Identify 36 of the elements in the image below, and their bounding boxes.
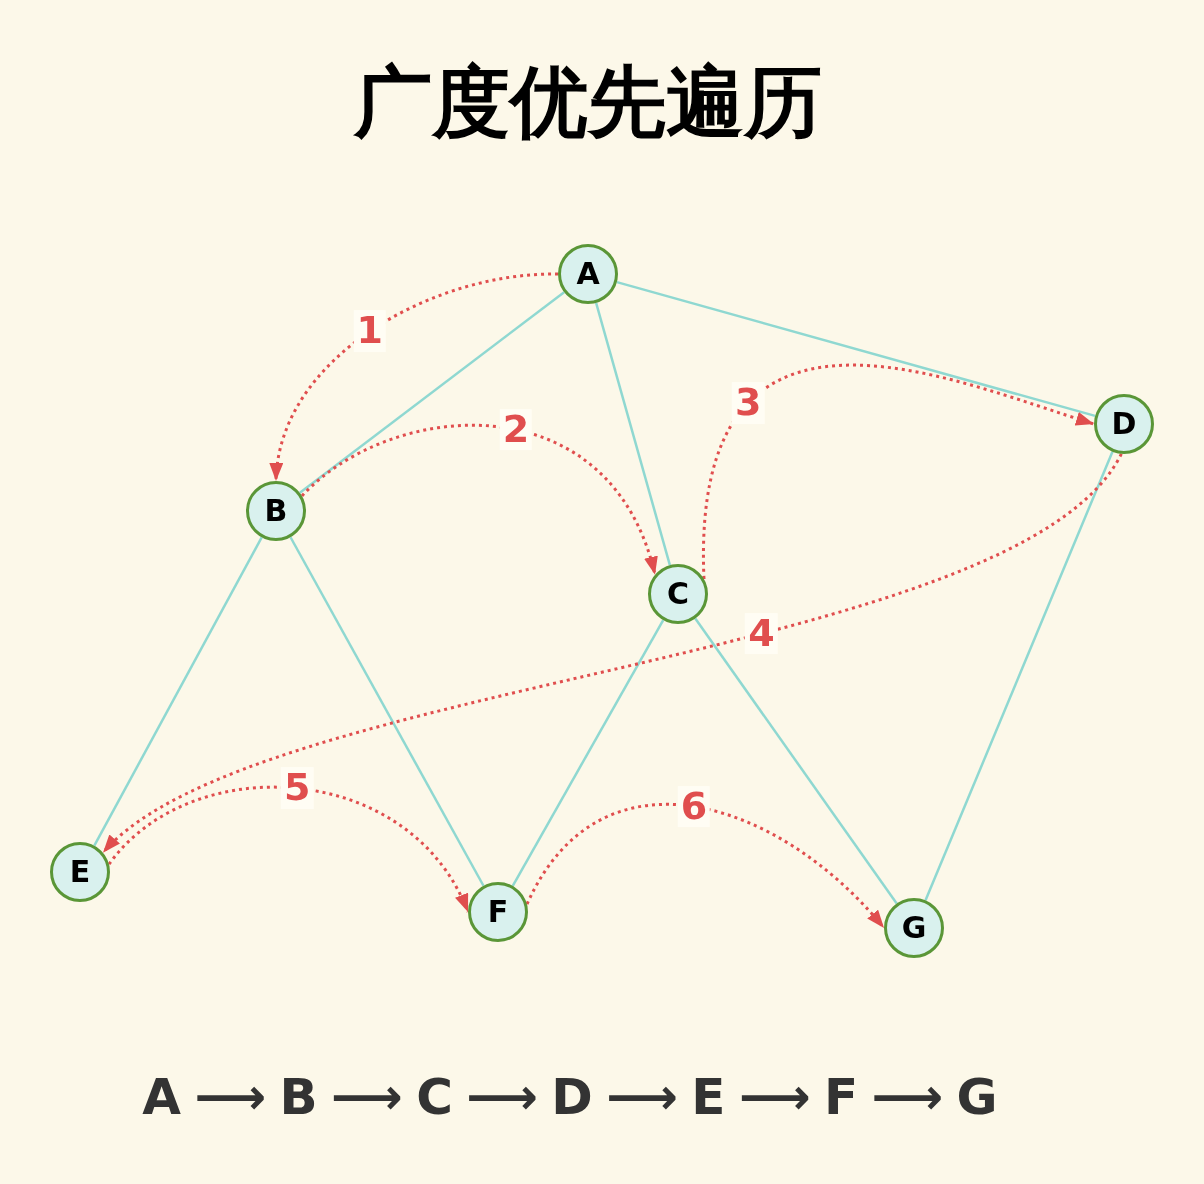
edge-label: 6 (677, 785, 711, 828)
arrow (300, 424, 657, 576)
node-label: D (1111, 409, 1137, 439)
node-label: F (487, 897, 509, 927)
edge-line (594, 302, 672, 566)
arrow (271, 272, 559, 482)
edge-label: 5 (280, 767, 314, 810)
node-label: C (667, 579, 689, 609)
arrow (102, 452, 1123, 854)
arrow (702, 363, 1095, 580)
node-label: E (69, 857, 91, 887)
node-label: A (576, 259, 600, 289)
edge-line (924, 451, 1114, 901)
node-circle (246, 481, 306, 541)
title: 广度优先遍历 (354, 58, 822, 148)
node-label: B (264, 496, 288, 526)
arrow (107, 786, 470, 913)
node-circle (558, 244, 618, 304)
edge-line (616, 280, 1096, 418)
edge-line (299, 291, 565, 494)
edge-line (289, 536, 485, 887)
node-circle (468, 882, 528, 942)
node-circle (1094, 394, 1154, 454)
edge-label: 2 (499, 408, 533, 451)
edge-line (694, 617, 898, 905)
traversal-sequence: A ⟶ B ⟶ C ⟶ D ⟶ E ⟶ F ⟶ G (142, 1069, 998, 1127)
edge-label: 4 (745, 612, 778, 655)
edge-line (93, 536, 263, 847)
edge-label: 1 (353, 310, 386, 353)
arrow (525, 803, 886, 929)
node-circle (50, 842, 110, 902)
node-label: G (901, 913, 927, 943)
node-circle (884, 898, 944, 958)
node-circle (648, 564, 708, 624)
edge-label: 3 (731, 382, 765, 424)
edge-line (511, 619, 665, 887)
